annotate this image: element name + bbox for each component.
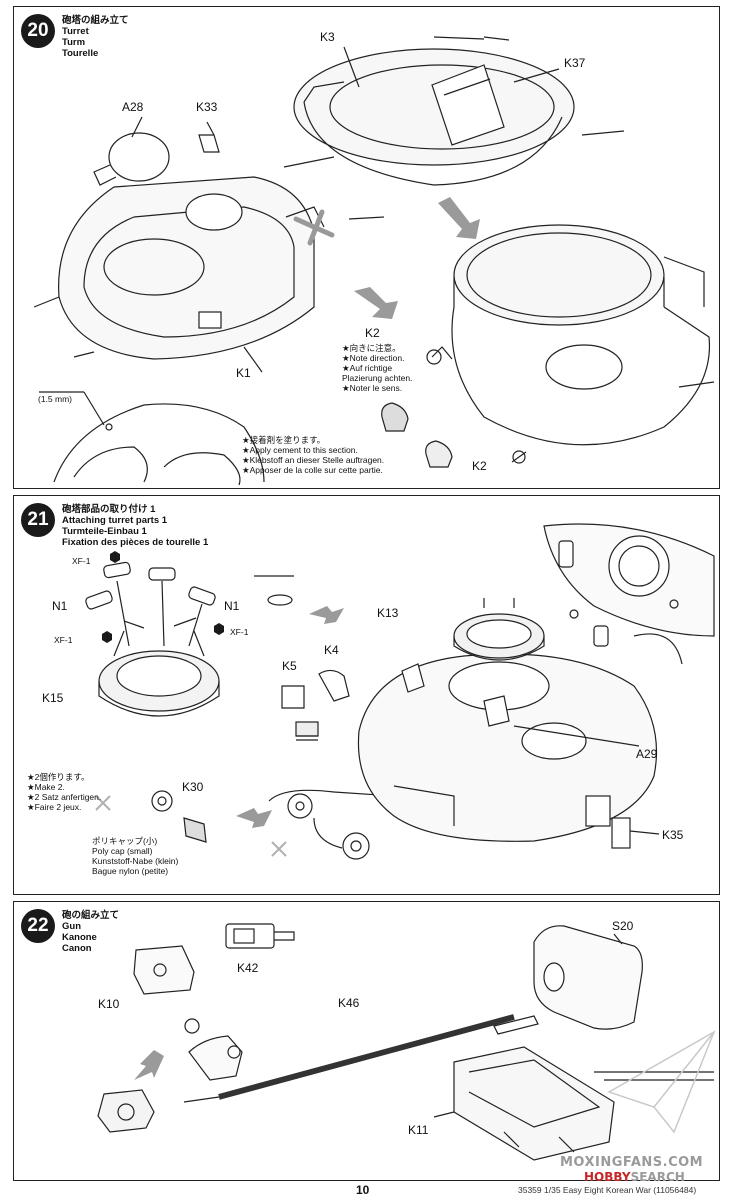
title-de: Turm [62, 37, 86, 48]
part-label-k5: K5 [282, 659, 297, 673]
step-20-panel: 20 砲塔の組み立て Turret Turm Tourelle [13, 6, 720, 489]
part-label-k11: K11 [408, 1123, 429, 1137]
direction-note: ★向きに注意。 ★Note direction. ★Auf richtige P… [342, 343, 413, 393]
title-de: Kanone [62, 932, 97, 943]
step-21-panel: 21 砲塔部品の取り付け 1 Attaching turret parts 1 … [13, 495, 720, 895]
title-en: Turret [62, 26, 89, 37]
page-number: 10 [356, 1183, 370, 1197]
turret-assembly-illustration [33, 36, 715, 486]
step-title: 砲の組み立て Gun Kanone [62, 910, 119, 943]
gun-assembly-illustration [97, 923, 716, 1161]
step-number-badge: 22 [21, 909, 55, 943]
product-code: 35359 1/35 Easy Eight Korean War (110564… [518, 1185, 697, 1195]
cement-note: ★接着剤を塗ります。 ★Apply cement to this section… [242, 435, 385, 475]
part-label-k33: K33 [196, 100, 218, 114]
watermark-sub: HOBBYSEARCH [584, 1170, 685, 1184]
title-de: Turmteile-Einbau 1 [62, 526, 147, 537]
part-label-k35: K35 [662, 828, 684, 842]
step-title: 砲塔の組み立て Turret Turm Tourelle [62, 15, 129, 59]
title-fr: Tourelle [62, 48, 99, 59]
step-title: 砲塔部品の取り付け 1 Attaching turret parts 1 Tur… [62, 504, 208, 548]
step-22-panel: 22 砲の組み立て Gun Kanone Canon [13, 901, 720, 1181]
paint-label-xf1-left: XF-1 [54, 635, 73, 645]
title-jp: 砲の組み立て [62, 910, 120, 921]
title-fr: Fixation des pièces de tourelle 1 [62, 537, 209, 548]
step-number-badge: 20 [21, 14, 55, 48]
polycap-note: ポリキャップ(小) Poly cap (small) Kunststoff-Na… [92, 836, 179, 876]
part-label-a28: A28 [122, 100, 144, 114]
part-label-k46: K46 [338, 996, 360, 1010]
paint-label-xf1-right: XF-1 [230, 627, 249, 637]
title-en: Gun [62, 921, 81, 932]
part-label-k4: K4 [324, 643, 339, 657]
part-label-k42: K42 [237, 961, 259, 975]
title-jp: 砲塔部品の取り付け 1 [62, 504, 156, 515]
part-label-k30: K30 [182, 780, 204, 794]
part-label-s20: S20 [612, 919, 634, 933]
part-label-n1-right: N1 [224, 599, 240, 613]
part-label-k1: K1 [236, 366, 251, 380]
part-label-k3: K3 [320, 30, 335, 44]
step-number-badge: 21 [21, 503, 55, 537]
part-label-k2-top: K2 [365, 326, 380, 340]
drill-size-label: (1.5 mm) [38, 394, 72, 404]
watermark-site: MOXINGFANS.COM [560, 1155, 704, 1170]
part-label-n1-left: N1 [52, 599, 68, 613]
part-label-k37: K37 [564, 56, 586, 70]
part-label-a29: A29 [636, 747, 658, 761]
title-en: Attaching turret parts 1 [62, 515, 168, 526]
part-label-k2-bottom: K2 [472, 459, 487, 473]
title-jp: 砲塔の組み立て [62, 15, 129, 26]
turret-parts-illustration [85, 523, 715, 860]
part-label-k13: K13 [377, 606, 399, 620]
step-title-fr: Canon [62, 943, 92, 954]
make-two-note: ★2個作ります。 ★Make 2. ★2 Satz anfertigen. ★F… [27, 772, 102, 812]
paint-label-xf1-top: XF-1 [72, 556, 91, 566]
part-label-k10: K10 [98, 997, 120, 1011]
part-label-k15: K15 [42, 691, 64, 705]
